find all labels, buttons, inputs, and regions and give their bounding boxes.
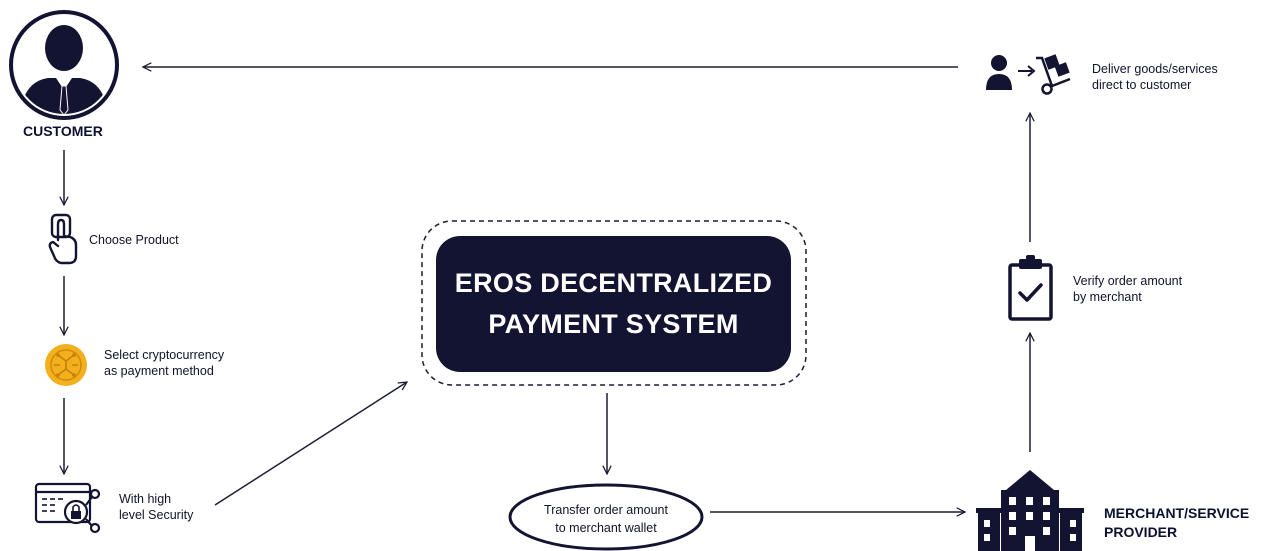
security-line2: level Security [119,508,194,522]
transfer-oval [508,483,704,551]
transfer-line1: Transfer order amount [544,503,668,517]
verify-line1: Verify order amount [1073,274,1183,288]
center-payment-system-box: EROS DECENTRALIZED PAYMENT SYSTEM [436,236,791,372]
center-title-line1: EROS DECENTRALIZED [454,268,773,298]
customer-avatar-icon [9,10,119,120]
customer-label-text: CUSTOMER [23,123,103,139]
deliver-line1: Deliver goods/services [1092,62,1218,76]
customer-label: CUSTOMER [23,122,103,141]
arrow-security-to-center [214,382,407,506]
select-crypto-label: Select cryptocurrency as payment method [104,347,224,379]
select-crypto-line1: Select cryptocurrency [104,348,225,362]
choose-product-label: Choose Product [89,232,179,248]
center-dashed-frame [421,220,807,386]
verify-label: Verify order amount by merchant [1073,273,1182,305]
security-label: With high level Security [119,491,193,523]
choose-product-text: Choose Product [89,233,179,247]
arrows [64,67,1030,512]
merchant-label: MERCHANT/SERVICE PROVIDER [1104,504,1249,542]
transfer-line2: to merchant wallet [555,521,657,535]
hand-tap-icon [48,213,78,265]
security-lock-icon [34,482,101,534]
verify-line2: by merchant [1073,290,1142,304]
deliver-label: Deliver goods/services direct to custome… [1092,61,1218,93]
delivery-cart-icon [986,54,1071,95]
clipboard-check-icon [1008,255,1053,321]
select-crypto-line2: as payment method [104,364,214,378]
deliver-line2: direct to customer [1092,78,1192,92]
building-icon [976,470,1084,551]
center-title-line2: PAYMENT SYSTEM [488,309,739,339]
merchant-line2: PROVIDER [1104,524,1178,540]
crypto-coin-icon [45,344,87,386]
security-line1: With high [119,492,172,506]
merchant-line1: MERCHANT/SERVICE [1104,505,1250,521]
transfer-label: Transfer order amount to merchant wallet [514,501,698,537]
